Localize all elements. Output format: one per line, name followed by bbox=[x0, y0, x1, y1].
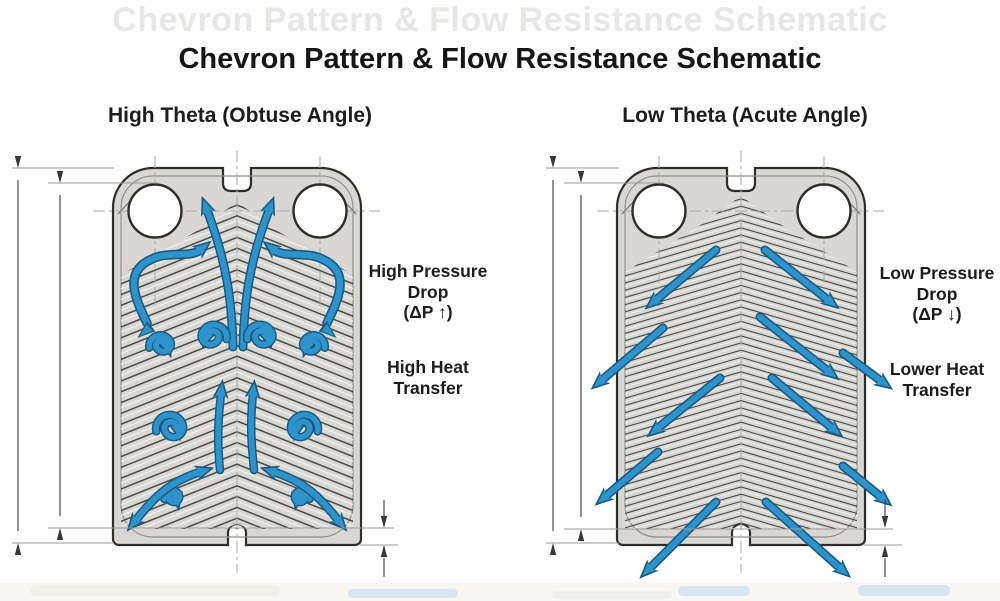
page-title: Chevron Pattern & Flow Resistance Schema… bbox=[178, 43, 822, 75]
panel-heading-low-theta: Low Theta (Acute Angle) bbox=[622, 104, 868, 127]
port-holes bbox=[631, 183, 852, 239]
dimension-lines bbox=[546, 156, 902, 577]
port-circle bbox=[631, 183, 687, 239]
port-circle bbox=[796, 183, 852, 239]
annotation-high-pressure-drop: High Pressure Drop (ΔP ↑) bbox=[368, 261, 488, 323]
annotation-low-pressure-drop: Low Pressure Drop (ΔP ↓) bbox=[879, 263, 995, 325]
turbulent-flow-arrows bbox=[126, 195, 348, 532]
ghost-artifact bbox=[678, 586, 750, 596]
port-circle bbox=[127, 183, 183, 239]
port-holes bbox=[127, 183, 348, 239]
plate-high-theta bbox=[93, 150, 380, 573]
straight-flow-arrows bbox=[590, 245, 894, 579]
annotation-lower-heat-transfer: Lower Heat Transfer bbox=[889, 359, 985, 400]
panel-heading-high-theta: High Theta (Obtuse Angle) bbox=[107, 104, 373, 127]
port-circle bbox=[292, 183, 348, 239]
dimension-lines bbox=[12, 156, 398, 577]
ghost-artifact bbox=[858, 585, 950, 596]
annotation-high-heat-transfer: High Heat Transfer bbox=[387, 357, 469, 398]
ghost-artifact bbox=[552, 591, 672, 599]
ghost-watermark-title: Chevron Pattern & Flow Resistance Schema… bbox=[112, 1, 888, 39]
ghost-artifact bbox=[30, 585, 280, 596]
ghost-artifact bbox=[348, 589, 458, 598]
